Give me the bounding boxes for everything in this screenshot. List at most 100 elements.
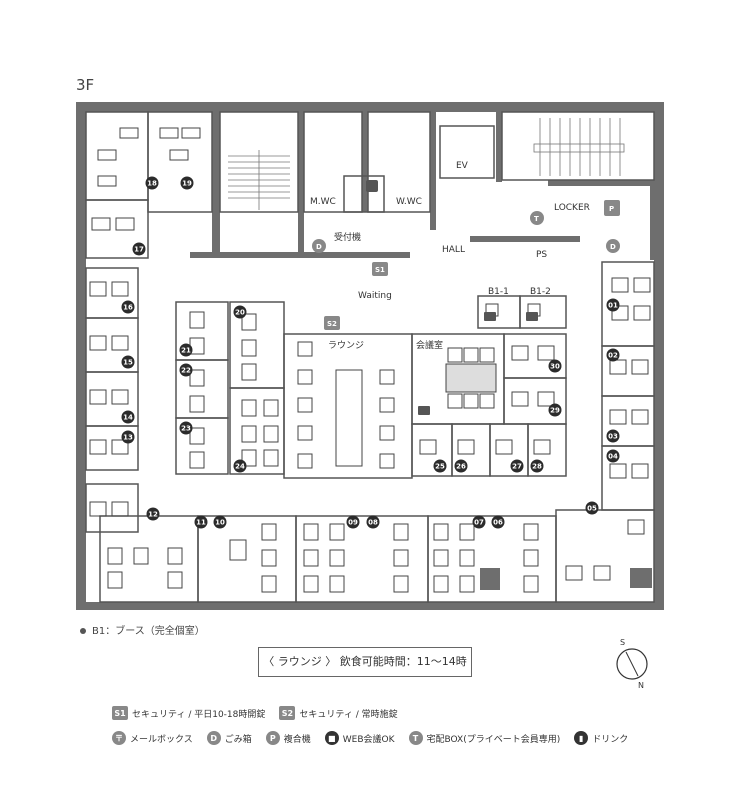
web-meeting-icons: [418, 312, 538, 415]
svg-text:25: 25: [435, 463, 445, 471]
svg-text:10: 10: [215, 519, 225, 527]
room-number-02: 02: [606, 348, 620, 362]
svg-text:13: 13: [123, 434, 133, 442]
room-number-25: 25: [433, 459, 447, 473]
legend-printer-label: 複合機: [283, 734, 311, 745]
svg-text:P: P: [609, 205, 614, 213]
svg-text:04: 04: [608, 453, 618, 461]
svg-text:27: 27: [512, 463, 522, 471]
room-number-28: 28: [530, 459, 544, 473]
room-number-03: 03: [606, 429, 620, 443]
room-number-01: 01: [606, 298, 620, 312]
outer-walls: [76, 102, 664, 610]
svg-text:23: 23: [181, 425, 191, 433]
room-number-07: 07: [472, 515, 486, 529]
bullet-dot: [80, 628, 86, 634]
svg-text:12: 12: [148, 511, 158, 519]
room-number-29: 29: [548, 403, 562, 417]
legend-s1-badge: S1: [112, 706, 128, 720]
room-meeting: 会議室: [416, 339, 443, 351]
svg-text:05: 05: [587, 505, 597, 513]
legend-s2-badge: S2: [279, 706, 296, 720]
video-camera-icon: ■: [324, 731, 339, 745]
room-number-30: 30: [548, 359, 562, 373]
svg-text:17: 17: [134, 246, 144, 254]
room-number-11: 11: [194, 515, 208, 529]
svg-text:T: T: [534, 215, 539, 223]
svg-text:18: 18: [147, 180, 157, 188]
room-number-22: 22: [179, 363, 193, 377]
drink-icon: [366, 180, 378, 192]
legend-delivery: T 宅配BOX(プライベート会員専用): [408, 731, 561, 745]
svg-text:08: 08: [368, 519, 378, 527]
svg-text:S2: S2: [327, 320, 337, 328]
room-number-16: 16: [121, 300, 135, 314]
legend-mailbox: 〒 メールボックス: [112, 731, 193, 745]
svg-text:D: D: [316, 243, 322, 251]
drink-legend-icon: ▮: [574, 731, 589, 745]
booth-note-text: B1：ブース（完全個室）: [92, 626, 205, 637]
svg-text:16: 16: [123, 304, 133, 312]
legend-row-1: S1 セキュリティ / 平日10-18時開錠 S2 セキュリティ / 常時施錠: [112, 706, 412, 720]
svg-text:24: 24: [235, 463, 245, 471]
desks: [89, 127, 651, 593]
svg-text:20: 20: [235, 309, 245, 317]
booth-note: B1：ブース（完全個室）: [80, 622, 205, 637]
svg-text:14: 14: [123, 414, 133, 422]
room-wwc: W.WC: [396, 197, 422, 207]
legend-trash-label: ごみ箱: [224, 734, 252, 745]
room-number-18: 18: [145, 176, 159, 190]
room-number-27: 27: [510, 459, 524, 473]
legend-s2: S2 セキュリティ / 常時施錠: [279, 706, 398, 720]
svg-text:09: 09: [348, 519, 358, 527]
svg-text:19: 19: [182, 180, 192, 188]
room-number-badges: 01 02 03 04 05 06 07 08 09 10 11 12 13 14 15 16 17 18 19 20…: [121, 176, 620, 529]
legend-web-label: WEB会議OK: [342, 734, 395, 745]
room-number-24: 24: [233, 459, 247, 473]
legend-drink-label: ドリンク: [592, 734, 629, 745]
room-number-06: 06: [491, 515, 505, 529]
trash-icon: D: [206, 731, 221, 745]
room-number-08: 08: [366, 515, 380, 529]
svg-text:02: 02: [608, 352, 618, 360]
svg-text:06: 06: [493, 519, 503, 527]
svg-text:D: D: [610, 243, 616, 251]
svg-text:26: 26: [456, 463, 466, 471]
svg-text:28: 28: [532, 463, 542, 471]
room-number-13: 13: [121, 430, 135, 444]
legend-s1: S1 セキュリティ / 平日10-18時開錠: [112, 706, 265, 720]
room-locker: LOCKER: [554, 203, 590, 213]
floor-label: 3F: [76, 76, 95, 94]
room-booth2: B1-2: [530, 287, 551, 297]
room-number-14: 14: [121, 410, 135, 424]
room-hall: HALL: [442, 245, 465, 255]
legend-web: ■ WEB会議OK: [324, 731, 395, 745]
svg-text:15: 15: [123, 359, 133, 367]
svg-text:22: 22: [181, 367, 191, 375]
room-number-26: 26: [454, 459, 468, 473]
room-number-23: 23: [179, 421, 193, 435]
mailbox-icon: 〒: [112, 731, 126, 745]
svg-text:29: 29: [550, 407, 560, 415]
room-booth1: B1-1: [488, 287, 509, 297]
marker-s2: S2: [324, 316, 340, 330]
room-number-04: 04: [606, 449, 620, 463]
legend-delivery-label: 宅配BOX(プライベート会員専用): [426, 734, 561, 745]
legend-trash: D ごみ箱: [206, 731, 252, 745]
interior-walls: [85, 111, 655, 603]
room-ps: PS: [536, 250, 547, 260]
room-number-10: 10: [213, 515, 227, 529]
room-number-15: 15: [121, 355, 135, 369]
compass-n: N: [638, 681, 644, 690]
legend-s1-label: セキュリティ / 平日10-18時開錠: [132, 709, 266, 720]
room-reception: 受付機: [334, 231, 361, 243]
compass-s: S: [620, 638, 625, 647]
room-number-17: 17: [132, 242, 146, 256]
printer-icon: P: [265, 731, 280, 745]
room-number-05: 05: [585, 501, 599, 515]
svg-text:30: 30: [550, 363, 560, 371]
legend-row-2: 〒 メールボックス D ごみ箱 P 複合機 ■ WEB会議OK T 宅配BOX(…: [112, 731, 642, 745]
svg-text:11: 11: [196, 519, 206, 527]
legend-s2-label: セキュリティ / 常時施錠: [299, 709, 398, 720]
legend-mailbox-label: メールボックス: [130, 734, 193, 745]
